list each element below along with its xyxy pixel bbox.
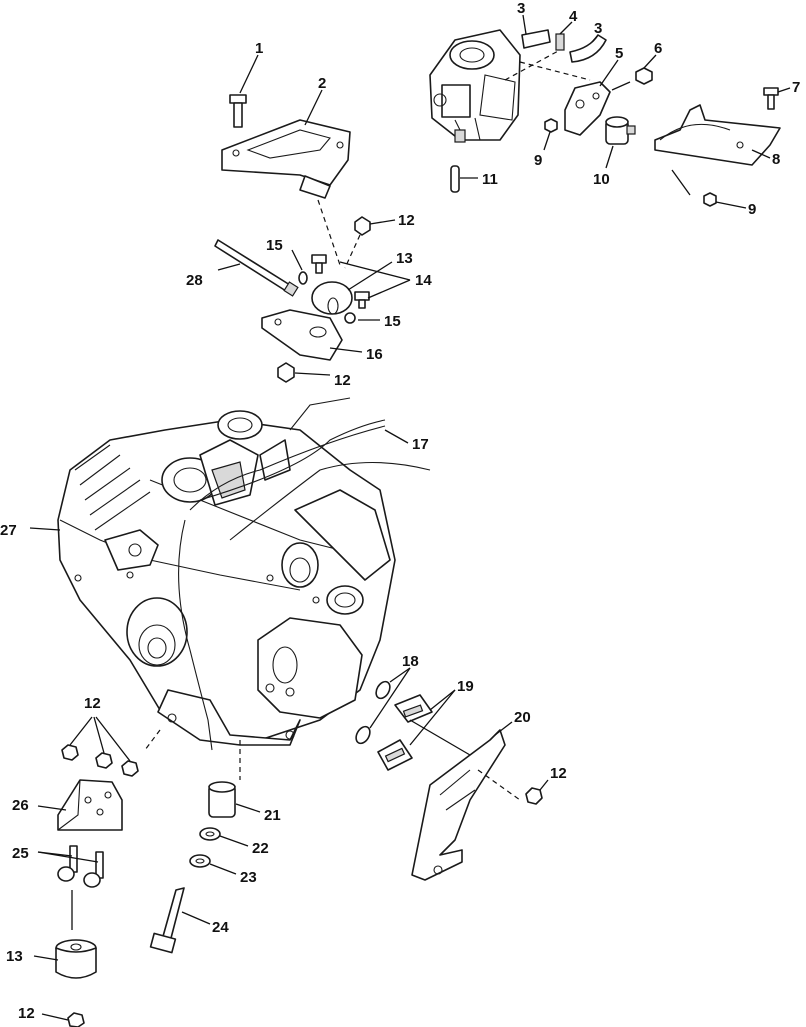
- part-26-mount-bracket: [57, 779, 123, 831]
- callout-17: 17: [412, 436, 429, 453]
- callout-27: 27: [0, 522, 17, 539]
- part-10-rubber-mount: [605, 116, 636, 145]
- part-22-washer: [199, 827, 221, 841]
- callout-23: 23: [240, 869, 257, 886]
- callout-8: 8: [772, 151, 780, 168]
- part-18-washer-a: [375, 680, 391, 700]
- callout-11: 11: [482, 171, 498, 188]
- part-9-nut-left: [544, 118, 558, 133]
- callout-12-mid: 12: [334, 372, 351, 389]
- callout-7: 7: [792, 79, 800, 96]
- part-1-bolt: [229, 94, 247, 128]
- part-25-bolt-b: [83, 851, 104, 888]
- part-14-bolt-b: [354, 291, 370, 309]
- part-23-washer: [189, 854, 211, 868]
- part-3-hose-upper: [521, 29, 551, 49]
- part-12-nut-a: [354, 216, 371, 236]
- callout-9-right: 9: [748, 201, 756, 218]
- callout-20: 20: [514, 709, 531, 726]
- callout-1: 1: [255, 40, 263, 57]
- callout-16: 16: [366, 346, 383, 363]
- part-19-mount-lower: [377, 739, 413, 771]
- callout-5: 5: [615, 45, 623, 62]
- part-12-nut-d2: [95, 752, 113, 769]
- callout-21: 21: [264, 807, 281, 824]
- carburetor: [429, 29, 521, 143]
- callout-12-left: 12: [84, 695, 101, 712]
- part-4-fitting: [555, 33, 565, 51]
- part-18-washer-b: [355, 725, 371, 745]
- part-12-nut-b: [277, 362, 295, 383]
- part-24-long-bolt: [149, 887, 185, 954]
- callout-19: 19: [457, 678, 474, 695]
- callout-12-upper: 12: [398, 212, 415, 229]
- part-12-nut-c: [525, 787, 543, 805]
- callout-3-upper: 3: [517, 0, 525, 17]
- callout-26: 26: [12, 797, 29, 814]
- callout-22: 22: [252, 840, 269, 857]
- callout-2: 2: [318, 75, 326, 92]
- part-28-rod: [214, 239, 299, 297]
- part-13-rubber-mount-upper: [311, 281, 353, 315]
- callout-12-bottom: 12: [18, 1005, 35, 1022]
- part-16-lower-bracket: [261, 309, 343, 361]
- part-15-washer-a: [298, 271, 308, 285]
- part-25-bolt-a: [57, 845, 78, 882]
- part-13-rubber-mount-lower: [55, 939, 97, 979]
- callout-15-lower: 15: [384, 313, 401, 330]
- part-6-nut: [635, 67, 653, 85]
- callout-13-lower: 13: [6, 948, 23, 965]
- part-5-plate: [564, 81, 611, 136]
- callout-10: 10: [593, 171, 610, 188]
- part-17-cable: [178, 397, 431, 751]
- callout-13-upper: 13: [396, 250, 413, 267]
- part-20-side-bracket: [411, 729, 506, 881]
- part-7-bolt: [763, 87, 779, 110]
- callout-9-left: 9: [534, 152, 542, 169]
- part-14-bolt-a: [311, 254, 327, 274]
- part-19-mount-upper: [394, 694, 433, 723]
- part-8-heat-shield: [654, 104, 781, 166]
- callout-18: 18: [402, 653, 419, 670]
- callout-6: 6: [654, 40, 662, 57]
- part-11-pin: [450, 165, 460, 193]
- part-12-nut-d3: [121, 760, 139, 777]
- callout-14: 14: [415, 272, 432, 289]
- part-2-upper-bracket: [221, 119, 351, 199]
- part-21-spacer: [208, 781, 236, 818]
- callout-25: 25: [12, 845, 29, 862]
- part-12-nut-e: [67, 1012, 85, 1027]
- part-12-nut-d1: [61, 744, 79, 761]
- engine-assembly: [57, 410, 396, 746]
- callout-15-upper: 15: [266, 237, 283, 254]
- callout-4: 4: [569, 8, 578, 25]
- part-9-nut-right: [703, 192, 717, 207]
- callout-24: 24: [212, 919, 229, 936]
- callout-28: 28: [186, 272, 203, 289]
- part-3-hose-right: [569, 34, 607, 63]
- callout-3-right: 3: [594, 20, 602, 37]
- callout-12-right: 12: [550, 765, 567, 782]
- part-15-washer-b: [344, 312, 356, 324]
